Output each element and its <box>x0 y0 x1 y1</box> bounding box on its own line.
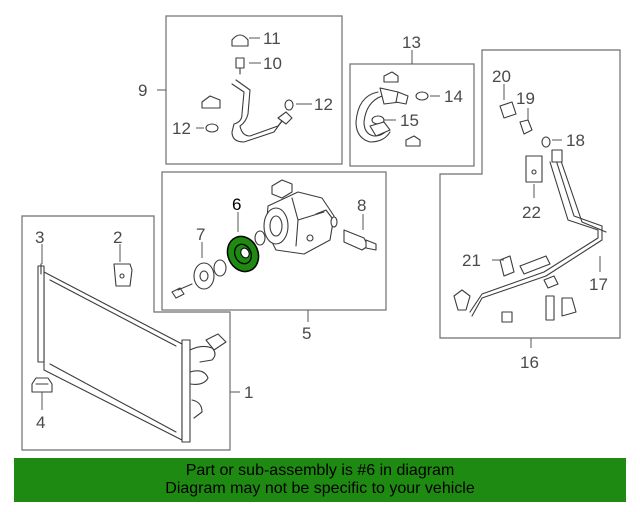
clutch-plate-part-7 <box>171 259 227 299</box>
pipe-group-box-16 <box>439 49 621 339</box>
discharge-hose-group-9 <box>201 34 294 143</box>
callout-4: 4 <box>36 413 45 432</box>
callout-13: 13 <box>402 33 421 52</box>
liquid-pipe-group-16 <box>453 101 607 323</box>
leader-lines <box>41 37 601 410</box>
callout-15: 15 <box>400 111 419 130</box>
info-banner: Part or sub-assembly is #6 in diagram Di… <box>14 458 626 502</box>
condenser-group-box <box>21 215 231 451</box>
callout-9: 9 <box>138 81 147 100</box>
banner-line-1: Part or sub-assembly is #6 in diagram <box>185 462 455 479</box>
condenser <box>37 265 227 443</box>
callout-21: 21 <box>462 251 481 270</box>
callout-8: 8 <box>357 196 366 215</box>
mount-bushing-part-4 <box>31 377 53 393</box>
callout-1: 1 <box>244 383 253 402</box>
field-coil <box>254 230 266 246</box>
callout-3: 3 <box>35 228 44 247</box>
callout-22: 22 <box>522 203 541 222</box>
banner-line-2: Diagram may not be specific to your vehi… <box>165 480 475 497</box>
compressor-group-box <box>161 171 387 311</box>
valve-part-8 <box>330 216 377 251</box>
callout-10: 10 <box>263 54 282 73</box>
callout-7: 7 <box>196 225 205 244</box>
bracket-part-2 <box>113 263 133 287</box>
callout-14: 14 <box>444 87 463 106</box>
callout-12-left: 12 <box>172 119 191 138</box>
callout-5: 5 <box>302 324 311 343</box>
callout-17: 17 <box>589 275 608 294</box>
callout-2: 2 <box>113 228 122 247</box>
callout-18: 18 <box>566 131 585 150</box>
callout-16: 16 <box>520 353 539 372</box>
callout-11: 11 <box>263 29 281 48</box>
suction-hose-group-13 <box>355 71 429 147</box>
callout-12-right: 12 <box>314 95 333 114</box>
callout-6: 6 <box>232 195 241 214</box>
highlighted-part-6 <box>226 235 260 273</box>
callout-20: 20 <box>492 67 511 86</box>
callout-19: 19 <box>516 89 535 108</box>
compressor <box>263 179 335 255</box>
